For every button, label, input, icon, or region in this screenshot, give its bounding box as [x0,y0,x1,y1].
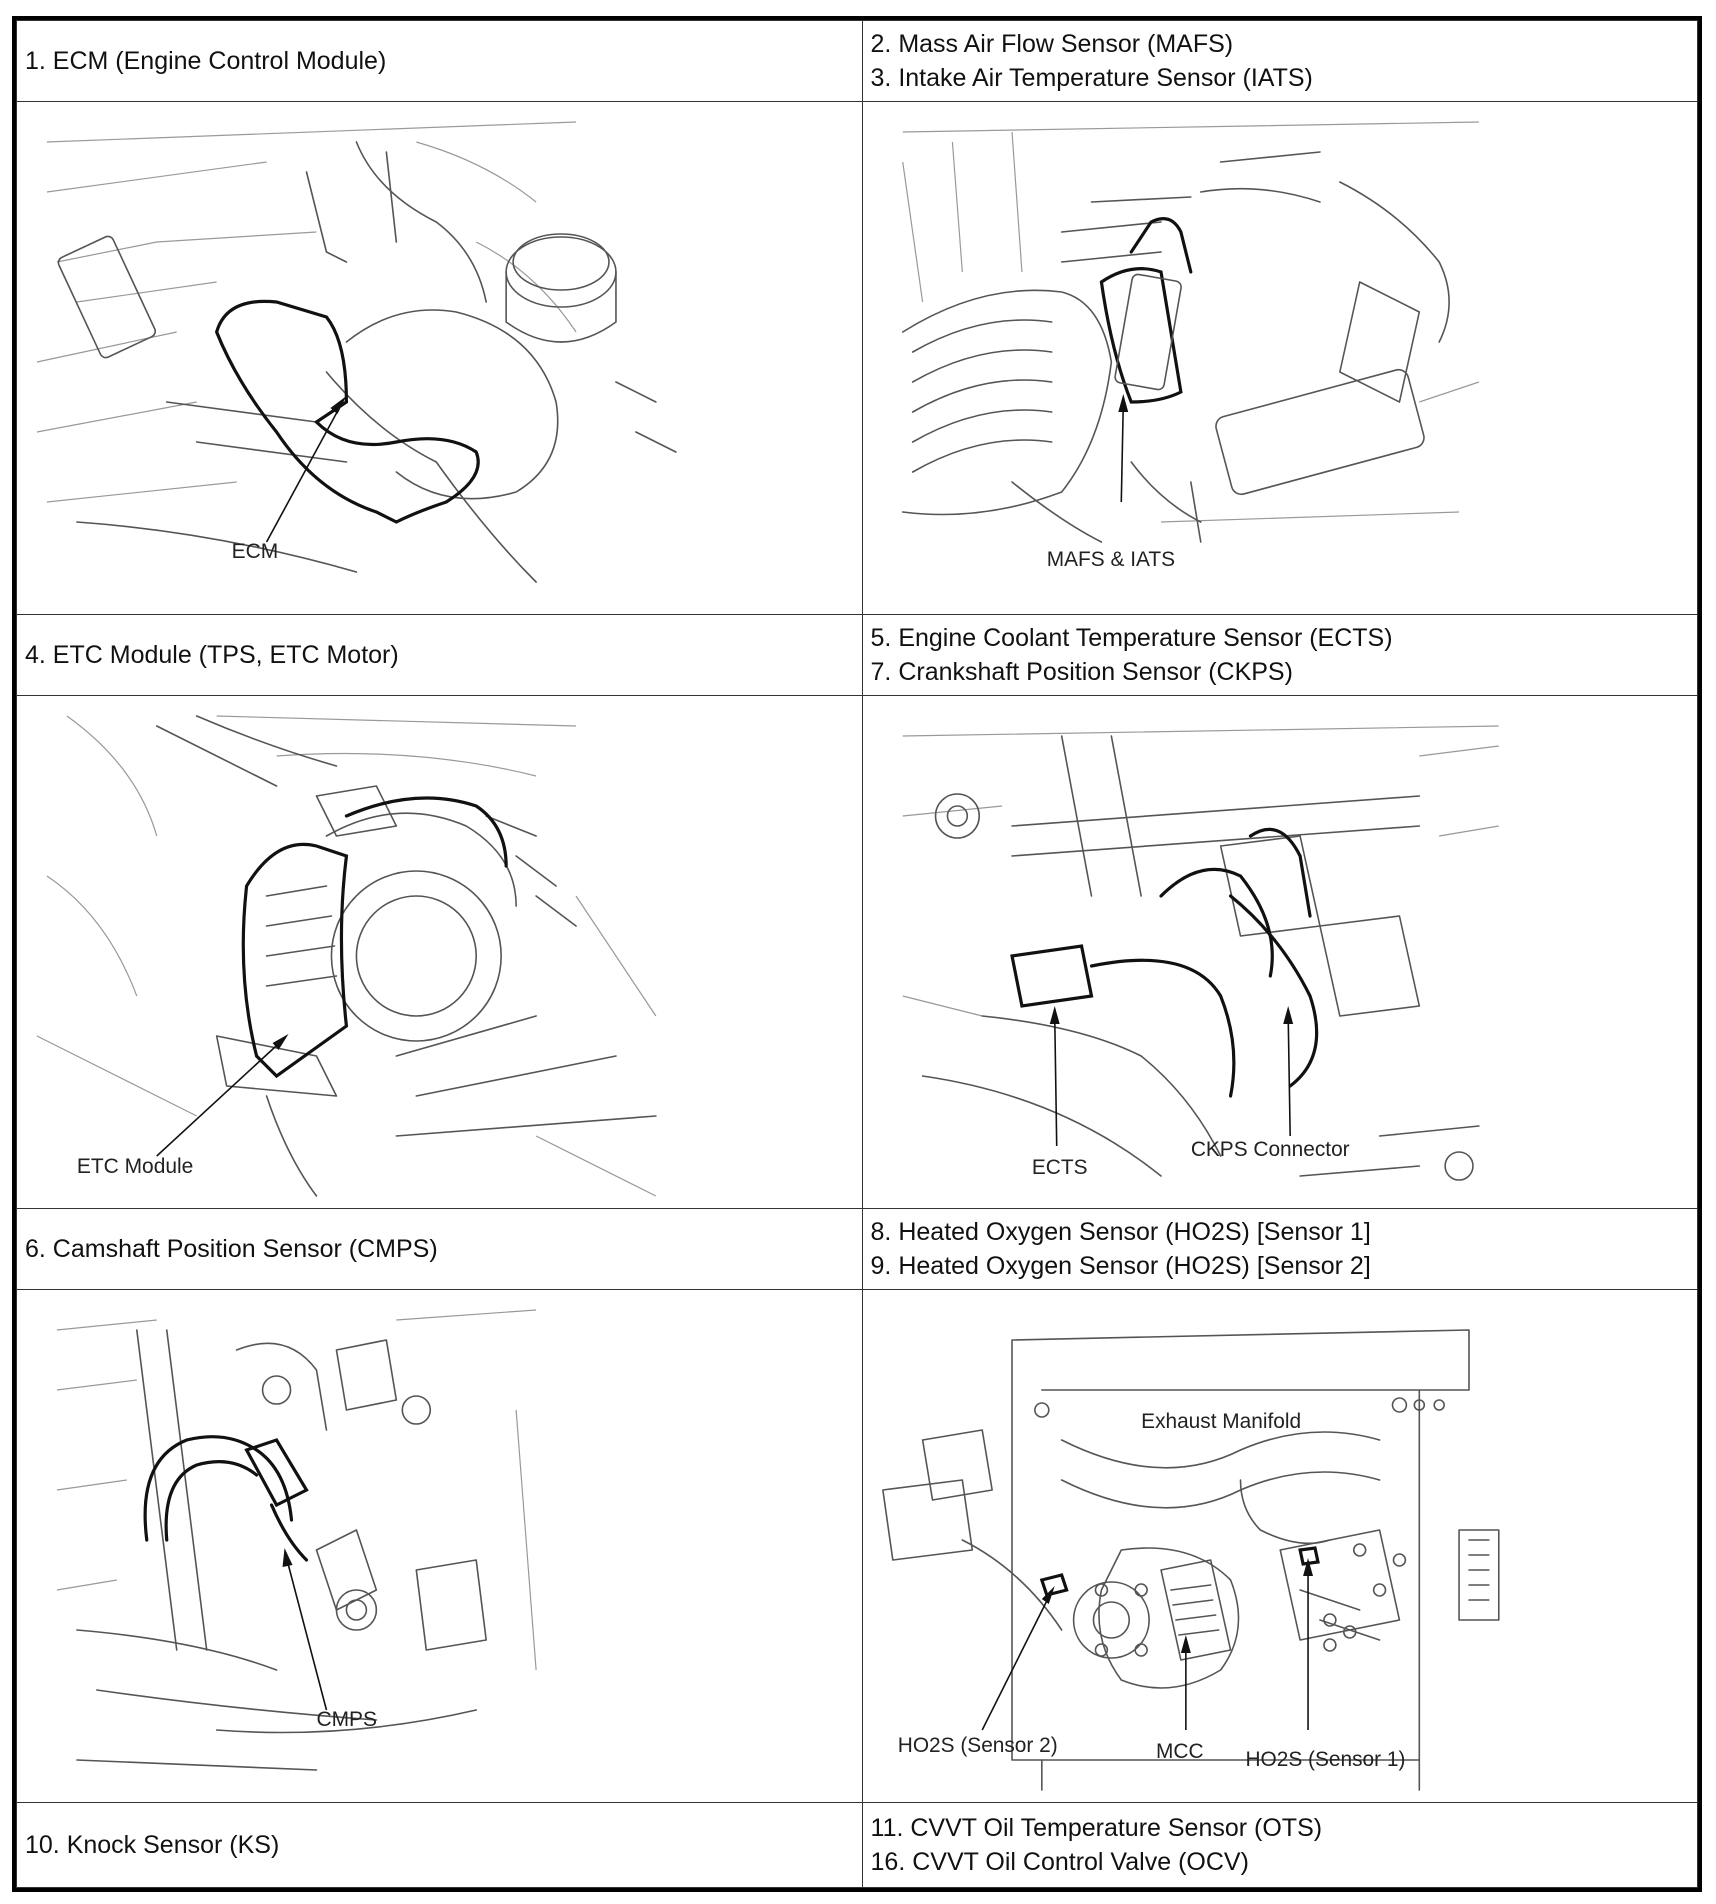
figure-ecm: ECM [16,101,863,615]
callout-cmps: CMPS [316,1708,377,1731]
header-line: 6. Camshaft Position Sensor (CMPS) [25,1235,438,1263]
header-cmps: 6. Camshaft Position Sensor (CMPS) [16,1208,863,1290]
header-line: 7. Crankshaft Position Sensor (CKPS) [870,658,1293,686]
figure-ects-ckps: ECTS CKPS Connector [861,695,1699,1209]
header-line: 11. CVVT Oil Temperature Sensor (OTS) [870,1814,1323,1842]
header-line: 3. Intake Air Temperature Sensor (IATS) [870,64,1313,92]
header-ects-ckps: 5. Engine Coolant Temperature Sensor (EC… [861,614,1699,696]
component-location-sheet: 1. ECM (Engine Control Module) 2. Mass A… [12,16,1702,1892]
header-line: 10. Knock Sensor (KS) [25,1831,280,1859]
header-cvvt: 11. CVVT Oil Temperature Sensor (OTS) 16… [861,1802,1699,1888]
figure-ho2s: Exhaust Manifold HO2S (Sensor 2) MCC HO2… [861,1289,1699,1803]
ecm-drawing: ECM [36,121,677,583]
header-knock-sensor: 10. Knock Sensor (KS) [16,1802,863,1888]
callout-etc-module: ETC Module [77,1155,193,1178]
figure-mafs-iats: MAFS & IATS [861,101,1699,615]
figure-cmps: CMPS [16,1289,863,1803]
callout-ects: ECTS [1031,1156,1087,1179]
ho2s-drawing: Exhaust Manifold HO2S (Sensor 2) MCC HO2… [881,1329,1500,1791]
callout-mafs-iats: MAFS & IATS [1046,548,1174,571]
header-ho2s: 8. Heated Oxygen Sensor (HO2S) [Sensor 1… [861,1208,1699,1290]
mafs-iats-drawing: MAFS & IATS [901,121,1479,571]
header-line: 5. Engine Coolant Temperature Sensor (EC… [870,624,1393,652]
callout-mcc: MCC [1156,1740,1203,1763]
component-table: 1. ECM (Engine Control Module) 2. Mass A… [16,20,1699,1888]
cmps-drawing: CMPS [56,1309,537,1771]
header-etc-module: 4. ETC Module (TPS, ETC Motor) [16,614,863,696]
header-line: 4. ETC Module (TPS, ETC Motor) [25,641,399,669]
etc-module-drawing: ETC Module [36,715,657,1197]
header-line: 16. CVVT Oil Control Valve (OCV) [870,1848,1249,1876]
header-line: 1. ECM (Engine Control Module) [25,47,387,75]
header-mafs-iats: 2. Mass Air Flow Sensor (MAFS) 3. Intake… [861,20,1699,102]
callout-ecm: ECM [232,540,279,563]
header-line: 2. Mass Air Flow Sensor (MAFS) [870,30,1234,58]
ects-ckps-drawing: ECTS CKPS Connector [902,725,1499,1181]
header-ecm: 1. ECM (Engine Control Module) [16,20,863,102]
callout-exhaust-manifold: Exhaust Manifold [1141,1410,1301,1433]
header-line: 9. Heated Oxygen Sensor (HO2S) [Sensor 2… [870,1252,1371,1280]
callout-ho2s-sensor-1: HO2S (Sensor 1) [1245,1748,1405,1771]
callout-ckps-connector: CKPS Connector [1190,1138,1349,1161]
callout-ho2s-sensor-2: HO2S (Sensor 2) [897,1734,1057,1757]
header-line: 8. Heated Oxygen Sensor (HO2S) [Sensor 1… [870,1218,1371,1246]
figure-etc-module: ETC Module [16,695,863,1209]
